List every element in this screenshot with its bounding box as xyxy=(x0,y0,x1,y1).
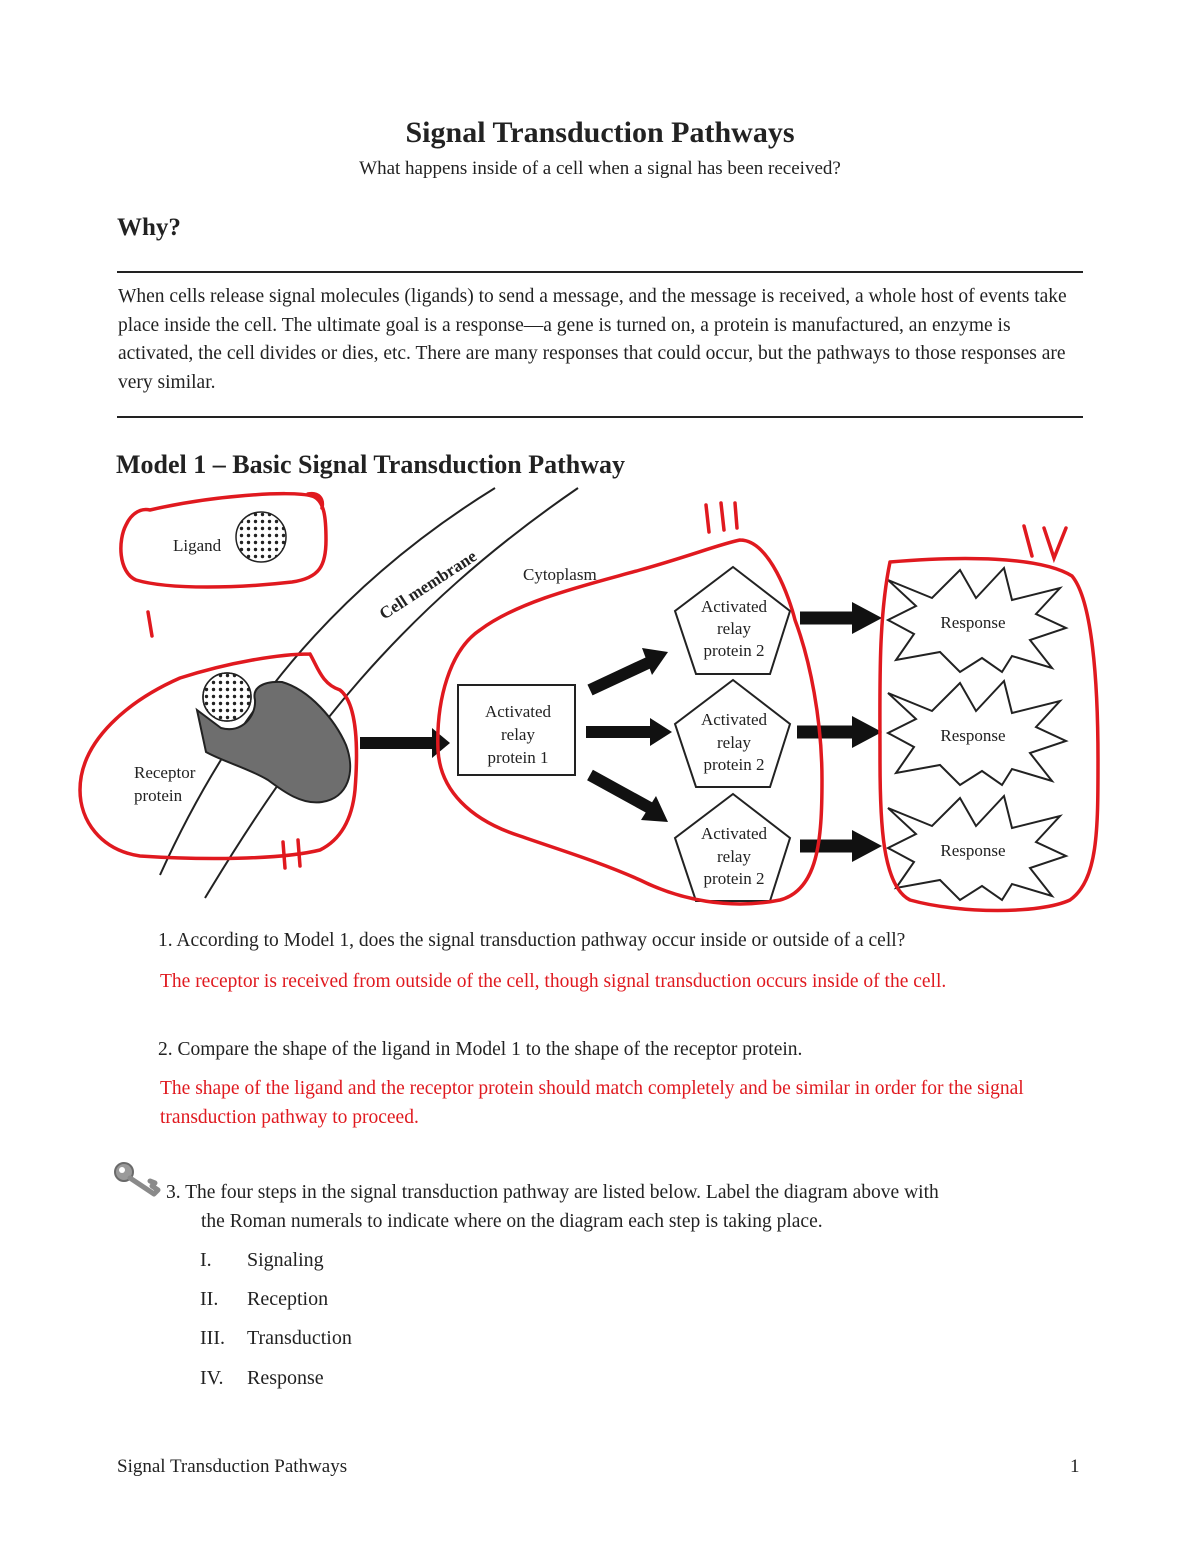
bound-ligand-icon xyxy=(202,672,252,722)
svg-text:protein 2: protein 2 xyxy=(704,641,765,660)
svg-text:Activated: Activated xyxy=(701,710,768,729)
divider-bottom xyxy=(117,416,1083,418)
ligand-label: Ligand xyxy=(173,536,222,555)
svg-text:Response: Response xyxy=(940,726,1005,745)
svg-text:Response: Response xyxy=(940,613,1005,632)
svg-text:relay: relay xyxy=(717,619,751,638)
why-heading: Why? xyxy=(117,214,181,241)
relay-protein-1-box xyxy=(457,684,576,776)
answer-1: The receptor is received from outside of… xyxy=(160,971,947,992)
annotation-circle-transduction xyxy=(436,538,824,906)
annotation-numeral-iii xyxy=(704,501,739,534)
arrow-relay1-to-relay2-middle xyxy=(586,718,672,746)
receptor-label-line2: protein xyxy=(134,786,183,805)
response-burst-middle: Response xyxy=(885,678,1069,787)
question-2: 2. Compare the shape of the ligand in Mo… xyxy=(158,1039,803,1060)
question-1: 1. According to Model 1, does the signal… xyxy=(158,930,906,951)
cell-membrane-label: Cell membrane xyxy=(376,546,481,623)
relay1-line3: protein 1 xyxy=(488,748,549,767)
divider-top xyxy=(117,271,1083,273)
annotation-numeral-ii xyxy=(281,838,302,870)
page-number: 1 xyxy=(1070,1456,1080,1477)
ligand-icon xyxy=(235,511,287,563)
page-title: Signal Transduction Pathways xyxy=(405,116,795,149)
svg-text:protein 2: protein 2 xyxy=(704,755,765,774)
membrane-outer-line xyxy=(159,487,496,876)
page-subtitle: What happens inside of a cell when a sig… xyxy=(359,158,841,179)
relay-protein-2-bottom: Activated relay protein 2 xyxy=(673,792,792,902)
annotation-numeral-i xyxy=(146,610,154,638)
model-title: Model 1 – Basic Signal Transduction Path… xyxy=(116,450,625,479)
membrane-inner-line xyxy=(204,487,579,899)
annotation-circle-signaling xyxy=(119,491,328,589)
cytoplasm-label: Cytoplasm xyxy=(523,565,597,584)
relay-protein-2-top: Activated relay protein 2 xyxy=(673,565,792,675)
annotation-numeral-iv xyxy=(1022,524,1068,564)
svg-text:Activated: Activated xyxy=(701,597,768,616)
why-paragraph: When cells release signal molecules (lig… xyxy=(118,286,1067,393)
question-3-line1: 3. The four steps in the signal transduc… xyxy=(166,1182,939,1203)
annotation-circle-reception xyxy=(78,652,359,861)
arrow-relay1-to-relay2-top xyxy=(587,648,668,696)
footer-title: Signal Transduction Pathways xyxy=(117,1456,348,1477)
arrow-relay1-to-relay2-bottom xyxy=(587,769,668,822)
svg-text:relay: relay xyxy=(717,733,751,752)
svg-text:Activated: Activated xyxy=(701,824,768,843)
svg-text:Response: Response xyxy=(940,841,1005,860)
receptor-protein-shape xyxy=(195,680,352,804)
response-burst-top: Response xyxy=(885,565,1069,674)
key-icon xyxy=(114,1162,161,1197)
svg-text:relay: relay xyxy=(717,847,751,866)
relay1-line1: Activated xyxy=(485,702,552,721)
receptor-label-line1: Receptor xyxy=(134,763,196,782)
response-burst-bottom: Response xyxy=(885,793,1069,902)
answer-2: The shape of the ligand and the receptor… xyxy=(160,1078,1024,1128)
annotation-circle-response xyxy=(878,556,1100,913)
signal-pathway-diagram: Cell membrane Cytoplasm Ligand Receptor … xyxy=(78,487,1100,913)
relay-protein-2-middle: Activated relay protein 2 xyxy=(673,678,792,788)
relay1-line2: relay xyxy=(501,725,535,744)
arrow-relay2-to-response-bottom xyxy=(800,830,882,862)
svg-text:protein 2: protein 2 xyxy=(704,869,765,888)
arrow-relay2-to-response-middle xyxy=(797,716,882,748)
arrow-relay2-to-response-top xyxy=(800,602,882,634)
question-3-line2: the Roman numerals to indicate where on … xyxy=(201,1211,823,1232)
arrow-receptor-to-relay xyxy=(360,728,450,758)
